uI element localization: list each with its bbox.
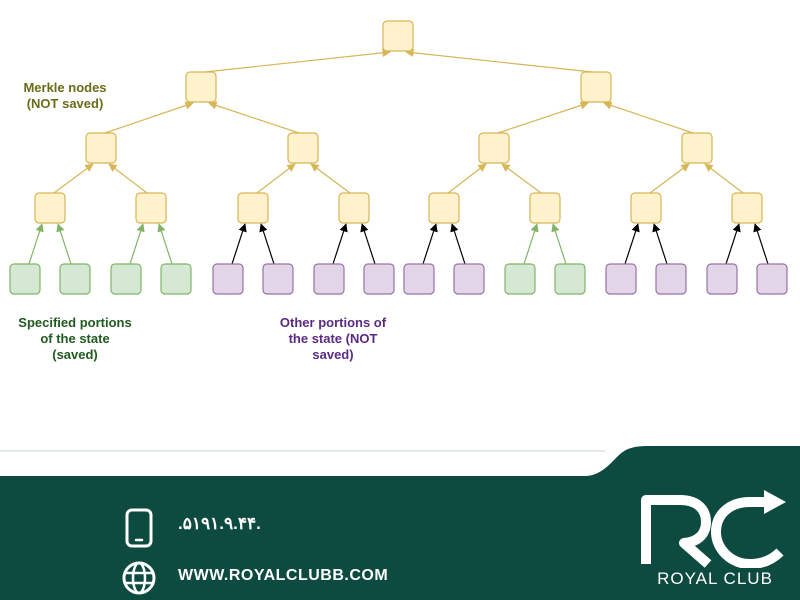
tree-edge xyxy=(405,48,593,73)
footer-background xyxy=(0,446,800,600)
merkle-node xyxy=(135,192,167,224)
tree-edge xyxy=(704,163,744,194)
tree-edge xyxy=(501,163,542,194)
tree-edge xyxy=(157,223,173,265)
tree-edge xyxy=(53,163,94,194)
tree-edge xyxy=(108,163,148,194)
merkle-node xyxy=(428,192,460,224)
merkle-label-line: (NOT saved) xyxy=(26,96,104,111)
merkle-label-line: Merkle nodes xyxy=(23,80,107,95)
tree-edge xyxy=(332,223,348,265)
merkle-node xyxy=(85,132,117,164)
footer-banner xyxy=(0,446,800,600)
rc-logo-mark xyxy=(641,490,786,568)
other-label-line: saved) xyxy=(312,347,354,362)
merkle-node xyxy=(681,132,713,164)
website-link[interactable]: WWW.ROYALCLUBB.COM xyxy=(178,567,389,584)
unsaved-state-leaf xyxy=(403,263,435,295)
phone-number[interactable]: .۵۱۹۱.۹.۴۴. xyxy=(178,514,261,533)
tree-edge xyxy=(360,223,376,265)
merkle-node xyxy=(478,132,510,164)
tree-edge xyxy=(104,101,194,134)
unsaved-state-leaf xyxy=(212,263,244,295)
other-label-line: Other portions of xyxy=(279,315,387,330)
other-portions-label: Other portions of the state (NOT saved) xyxy=(258,315,408,363)
saved-state-leaf xyxy=(110,263,142,295)
tree-edge xyxy=(56,223,72,265)
merkle-node xyxy=(630,192,662,224)
tree-edge xyxy=(753,223,769,265)
tree-nodes xyxy=(9,20,788,295)
saved-state-leaf xyxy=(59,263,91,295)
tree-edge xyxy=(422,223,438,265)
merkle-node xyxy=(237,192,269,224)
tree-edge xyxy=(310,163,351,194)
tree-edge xyxy=(259,223,275,265)
tree-edge xyxy=(208,101,300,134)
smartphone-icon xyxy=(125,508,153,548)
unsaved-state-leaf xyxy=(605,263,637,295)
tree-edge xyxy=(256,163,296,194)
tree-edge xyxy=(551,223,567,265)
merkle-node xyxy=(580,71,612,103)
merkle-node xyxy=(731,192,763,224)
tree-edge xyxy=(652,223,668,265)
merkle-nodes-label: Merkle nodes (NOT saved) xyxy=(10,80,120,112)
specified-label-line: Specified portions xyxy=(18,315,132,330)
saved-state-leaf xyxy=(9,263,41,295)
brand-name: ROYAL CLUB xyxy=(657,569,773,588)
specified-label-line: (saved) xyxy=(52,347,98,362)
other-label-line: the state (NOT xyxy=(288,331,378,346)
merkle-node xyxy=(529,192,561,224)
tree-edge xyxy=(129,223,145,265)
tree-edge xyxy=(450,223,466,265)
tree-edge xyxy=(523,223,539,265)
tree-edge xyxy=(497,101,589,134)
unsaved-state-leaf xyxy=(655,263,687,295)
tree-edge xyxy=(231,223,247,265)
tree-edge xyxy=(649,163,690,194)
tree-edge xyxy=(624,223,640,265)
tree-edge xyxy=(725,223,741,265)
unsaved-state-leaf xyxy=(363,263,395,295)
unsaved-state-leaf xyxy=(453,263,485,295)
unsaved-state-leaf xyxy=(313,263,345,295)
merkle-tree-diagram xyxy=(9,20,788,295)
tree-edge xyxy=(28,223,44,265)
saved-state-leaf xyxy=(504,263,536,295)
tree-edge xyxy=(204,48,391,73)
royal-club-logo: ROYAL CLUB xyxy=(640,486,790,596)
saved-state-leaf xyxy=(554,263,586,295)
tree-edge xyxy=(447,163,487,194)
merkle-node xyxy=(338,192,370,224)
tree-edges xyxy=(28,48,769,265)
unsaved-state-leaf xyxy=(756,263,788,295)
specified-label-line: of the state xyxy=(40,331,110,346)
unsaved-state-leaf xyxy=(706,263,738,295)
specified-portions-label: Specified portions of the state (saved) xyxy=(0,315,150,363)
merkle-node xyxy=(287,132,319,164)
globe-icon xyxy=(122,561,156,595)
merkle-node xyxy=(185,71,217,103)
tree-edge xyxy=(603,101,694,134)
unsaved-state-leaf xyxy=(262,263,294,295)
merkle-node xyxy=(382,20,414,52)
saved-state-leaf xyxy=(160,263,192,295)
merkle-node xyxy=(34,192,66,224)
